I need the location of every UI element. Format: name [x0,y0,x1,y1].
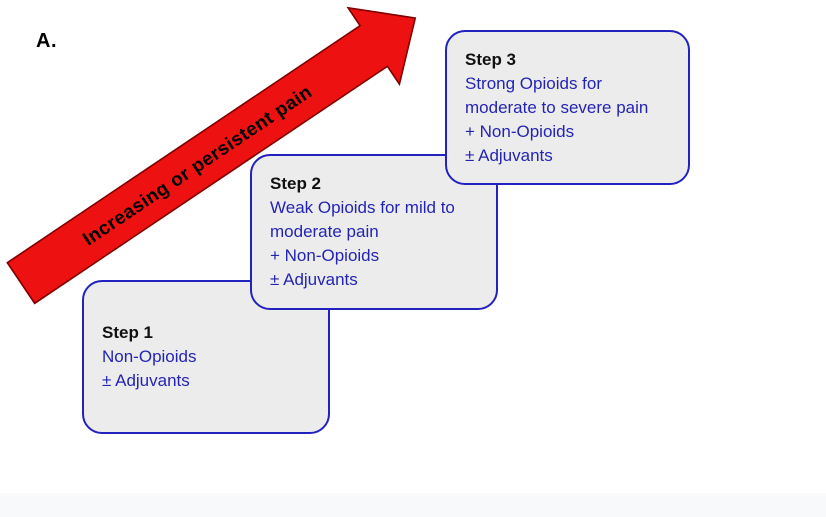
step-2-line: + Non-Opioids [270,246,380,265]
step-1-title: Step 1 [102,323,154,342]
step-2-line: moderate pain [270,222,379,241]
step-3-line: Strong Opioids for [465,73,603,93]
arrow-shape [6,6,417,305]
step-3-box: Step 3 Strong Opioids for moderate to se… [445,30,690,185]
step-2-line: Weak Opioids for mild to [270,198,455,217]
step-3-title: Step 3 [465,49,517,69]
step-3-line: + Non-Opioids [465,121,575,141]
panel-label: A. [36,30,57,52]
step-3-line: ± Adjuvants [465,145,553,165]
step-2-line: ± Adjuvants [270,270,358,289]
footer-bar [0,493,826,517]
step-1-line: ± Adjuvants [102,371,190,390]
step-3-line: moderate to severe pain [465,97,649,117]
step-1-line: Non-Opioids [102,347,197,366]
step-2-title: Step 2 [270,174,322,193]
